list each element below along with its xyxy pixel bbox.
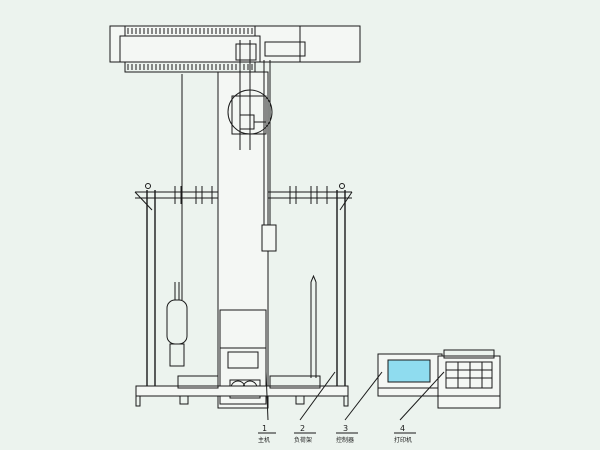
callout-label: 主机 <box>258 436 270 444</box>
base-platform <box>135 375 349 407</box>
callout-number: 3 <box>343 424 348 433</box>
callout-label: 控制器 <box>336 436 354 444</box>
head-grille-bottom <box>127 64 253 70</box>
callout-2: 2 负荷架 <box>294 424 316 444</box>
leader-lines <box>265 371 445 421</box>
callout-4: 4 打印机 <box>394 424 416 444</box>
right-spike <box>310 274 317 378</box>
callout-number: 4 <box>400 424 405 433</box>
callout-label: 负荷架 <box>294 436 312 444</box>
callout-label: 打印机 <box>394 436 412 444</box>
controller-unit <box>377 353 443 397</box>
left-grip <box>166 282 188 367</box>
load-frame <box>134 183 353 388</box>
callout-3: 3 控制器 <box>336 424 358 444</box>
callout-1: 1 主机 <box>258 424 276 444</box>
callout-number: 2 <box>300 424 305 433</box>
printer-unit <box>437 349 501 409</box>
callout-number: 1 <box>262 424 267 433</box>
head-grille-top <box>127 28 253 34</box>
